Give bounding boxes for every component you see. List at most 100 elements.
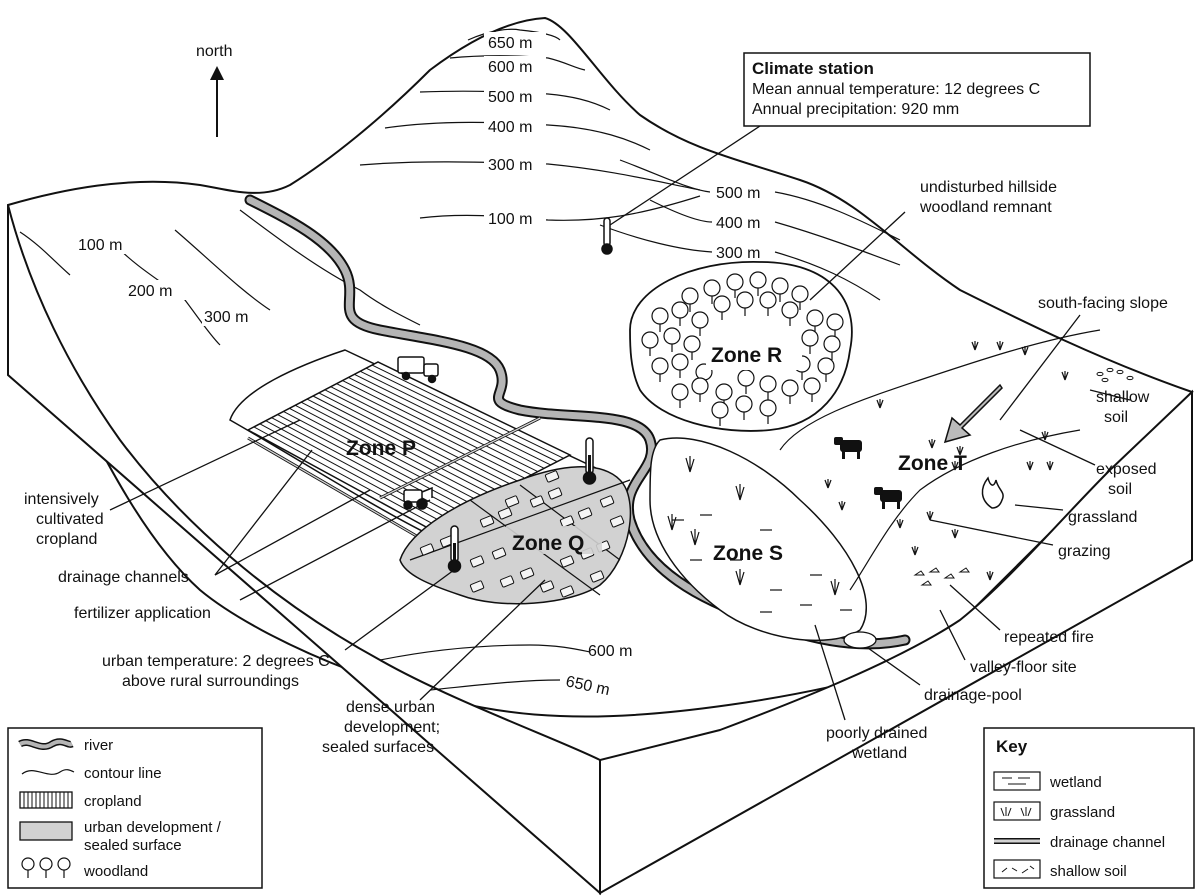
label-woodland-remnant-2: woodland remnant [919,199,1052,216]
grass-mark [911,546,919,556]
crop-stripe [324,389,513,486]
legend-urban-2: sealed surface [84,837,182,854]
building [491,547,507,560]
building [497,507,513,520]
contour-label-500: 500 m [488,89,532,106]
reed-mark [667,514,677,531]
contour-label-east-400: 400 m [716,215,760,232]
label-valley-floor-site: valley-floor site [970,659,1077,676]
building [504,495,520,508]
tree-icon [781,301,799,326]
label-south-facing-slope: south-facing slope [1038,295,1168,312]
label-wetland-2: wetland [851,745,907,762]
label-shallow: shallow [1096,389,1150,406]
shallow-soil-marks [1096,367,1134,383]
thermometer-icon-urban [582,437,597,485]
zone-s-wetland: Zone S [649,437,877,649]
tree-icon [759,399,777,424]
climate-station-box: Climate station Mean annual temperature:… [743,52,1091,127]
label-urban-temp-2: above rural surroundings [122,673,299,690]
crop-stripe [300,401,487,499]
crop-stripe [348,377,538,473]
zone-q-label: Zone Q [512,532,584,555]
zone-p-label: Zone P [346,437,416,460]
cow-icon-2 [874,487,902,509]
building [547,487,563,500]
crop-stripe [354,373,545,469]
crop-stripe [330,386,519,482]
drainage-pool-icon [843,631,877,649]
building [419,543,435,556]
label-urban-dev-2: development; [344,719,440,736]
contour-label-west-300: 300 m [204,309,248,326]
key-wetland: wetland [1049,774,1102,791]
tree-icon [801,329,819,354]
label-repeated-fire: repeated fire [1004,629,1094,646]
climate-station-precipitation: Annual precipitation: 920 mm [752,101,959,118]
label-drainage-pool: drainage-pool [924,687,1022,704]
reed-mark [735,484,745,501]
exposed-soil-marks [913,567,970,586]
building [469,580,485,593]
building [529,495,545,508]
grass-mark [1021,346,1029,356]
grass-mark [996,341,1004,351]
grass-mark [956,446,964,456]
woodland-legend-icon [21,857,71,878]
contour-label-400: 400 m [488,119,532,136]
label-grazing: grazing [1058,543,1110,560]
tree-icon [735,395,753,420]
label-drainage-channels: drainage channels [58,569,189,586]
truck-icon [397,356,439,384]
crop-stripe [289,407,474,506]
grass-mark [1061,371,1069,381]
crop-stripe [318,392,506,489]
label-woodland-remnant-1: undisturbed hillside [920,179,1057,196]
tree-icon [681,287,699,312]
crop-stripe [253,426,435,526]
building [609,515,625,528]
contour-labels-west: 100 m 200 m 300 m [76,234,262,326]
building [539,580,555,593]
tree-icon [671,383,689,408]
tree-icon [791,285,809,310]
contour-label-south-600: 600 m [588,643,632,660]
tree-icon [759,375,777,400]
grass-mark [971,341,979,351]
tree-icon [691,377,709,402]
label-urban-dev-1: dense urban [346,699,435,716]
callout-labels: undisturbed hillside woodland remnant so… [24,179,1168,762]
tree-icon [641,331,659,356]
contour-label-300: 300 m [488,157,532,174]
grass-mark [951,529,959,539]
crop-stripe [295,404,480,502]
building [599,495,615,508]
slope-arrow-icon [943,383,1003,444]
building [544,470,560,483]
key-grassland: grassland [1050,804,1115,821]
climate-station-temperature: Mean annual temperature: 12 degrees C [752,81,1040,98]
building [589,570,605,583]
legend-left: river contour line cropland urban develo… [7,727,263,889]
top-surface [7,16,1194,718]
label-exposed: exposed [1096,461,1157,478]
tree-icon [749,271,767,296]
grass-mark [986,571,994,581]
fire-icon [981,476,1004,509]
front-face [7,204,601,896]
tree-icon [759,291,777,316]
reed-mark [735,569,745,586]
label-cropland-2: cultivated [36,511,104,528]
label-grassland: grassland [1068,509,1137,526]
tree-icon [691,311,709,336]
grass-mark [824,479,832,489]
reed-mark [685,456,695,473]
crop-stripe [312,395,500,492]
contour-labels-east: 500 m 400 m 300 m [712,182,774,262]
key-drainage-channel: drainage channel [1050,834,1165,851]
grass-mark [1041,431,1049,441]
tree-icon [823,335,841,360]
zone-t-grassland: Zone T [779,329,1134,591]
grass-mark [896,519,904,529]
crop-stripe [336,383,526,479]
